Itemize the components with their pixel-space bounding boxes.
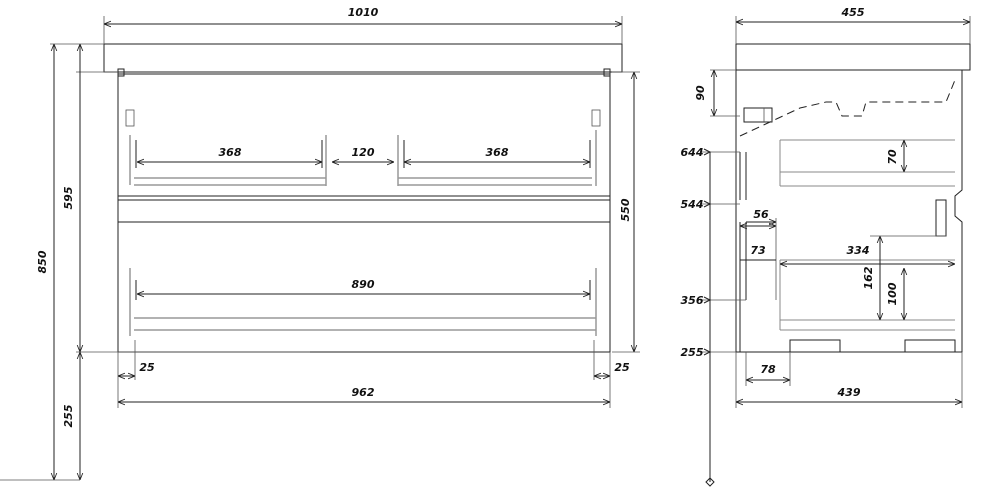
front-height-upper-label: 595 <box>62 186 75 209</box>
drawer-top-height-label: 70 <box>886 149 899 165</box>
level-644-label: 644 <box>681 146 704 159</box>
siphon-box <box>743 107 773 123</box>
foot-front <box>789 339 841 352</box>
drawer-gap-label: 120 <box>352 146 375 159</box>
front-view: 1010 850 595 255 550 368 120 368 890 25 … <box>0 6 640 481</box>
body-width-label: 962 <box>352 386 375 399</box>
height-162-label: 162 <box>862 266 875 289</box>
side-top-depth-label: 455 <box>841 6 865 19</box>
foot-back <box>904 339 956 352</box>
offset-left-label: 25 <box>139 361 155 374</box>
lower-drawer <box>129 268 597 336</box>
drain-pipe <box>935 199 947 237</box>
drawer-right-width-label: 368 <box>486 146 509 159</box>
side-countertop <box>735 43 971 71</box>
siphon-width-label: 56 <box>753 208 769 221</box>
body-depth-label: 439 <box>837 386 861 399</box>
level-356-label: 356 <box>681 294 704 307</box>
drawer-left-width-label: 368 <box>219 146 242 159</box>
level-255-label: 255 <box>681 346 704 359</box>
foot-78-label: 78 <box>760 363 776 376</box>
offset-right-label: 25 <box>614 361 630 374</box>
side-cabinet-body <box>735 70 963 353</box>
front-top-width-label: 1010 <box>348 6 379 19</box>
side-upper-drawer <box>779 139 955 187</box>
front-height-lower-label: 255 <box>62 404 75 427</box>
front-body-height-label: 550 <box>619 198 632 221</box>
front-mid-rail <box>117 199 611 223</box>
upper-drawer-right <box>397 130 597 186</box>
front-cabinet-body <box>117 73 611 353</box>
drawer-bottom-height-label: 100 <box>886 282 899 305</box>
level-544-label: 544 <box>681 198 704 211</box>
drawer-bottom-width-label: 890 <box>352 278 375 291</box>
basin-outline <box>739 79 956 137</box>
upper-gap-label: 90 <box>694 85 707 101</box>
front-height-total-label: 850 <box>36 250 49 273</box>
front-countertop <box>103 43 623 73</box>
offset-73-label: 73 <box>750 244 766 257</box>
side-view: 455 90 644 544 356 255 70 56 73 334 162 … <box>681 6 971 487</box>
upper-drawer-left <box>129 135 327 186</box>
side-lower-drawer <box>779 259 955 331</box>
drawer-depth-label: 334 <box>847 244 870 257</box>
